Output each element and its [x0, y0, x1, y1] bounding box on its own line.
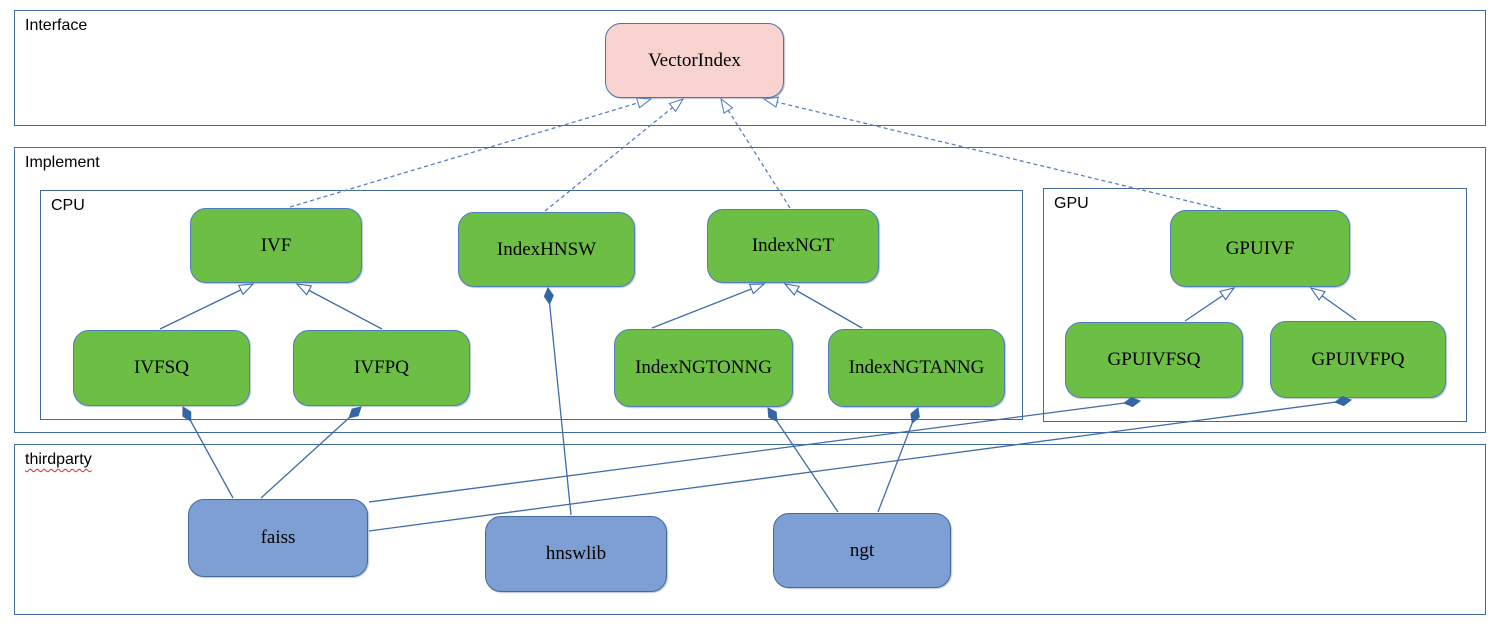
node-ivf: IVF: [190, 208, 362, 283]
node-faiss: faiss: [188, 499, 368, 577]
node-label-indexngtanng: IndexNGTANNG: [848, 357, 985, 378]
node-ivfsq: IVFSQ: [73, 330, 250, 406]
node-gpuivfsq: GPUIVFSQ: [1065, 322, 1243, 398]
node-label-hnswlib: hnswlib: [545, 543, 607, 564]
node-ivfpq: IVFPQ: [293, 330, 470, 406]
node-label-ngt: ngt: [849, 539, 875, 561]
node-indexngt: IndexNGT: [707, 209, 879, 283]
node-label-faiss: faiss: [260, 527, 296, 548]
node-label-vectorindex: VectorIndex: [648, 49, 741, 71]
node-label-ivf: IVF: [260, 234, 292, 256]
node-hnswlib: hnswlib: [485, 516, 667, 592]
section-label-gpu: GPU: [1054, 195, 1089, 212]
node-label-indexhnsw: IndexHNSW: [496, 238, 597, 260]
node-label-gpuivfsq: GPUIVFSQ: [1107, 349, 1201, 370]
node-indexngtanng: IndexNGTANNG: [828, 329, 1005, 407]
node-label-gpuivf: GPUIVF: [1225, 237, 1295, 259]
node-label-ivfsq: IVFSQ: [134, 357, 189, 378]
node-indexngtonng: IndexNGTONNG: [614, 329, 793, 407]
node-label-indexngt: IndexNGT: [751, 235, 835, 256]
section-label-cpu: CPU: [51, 197, 85, 214]
section-label-implement: Implement: [25, 154, 100, 171]
section-label-thirdparty: thirdparty: [25, 451, 92, 468]
node-gpuivfpq: GPUIVFPQ: [1270, 321, 1446, 398]
section-label-interface: Interface: [25, 17, 88, 34]
node-indexhnsw: IndexHNSW: [458, 212, 635, 287]
node-gpuivf: GPUIVF: [1170, 210, 1350, 287]
node-vectorindex: VectorIndex: [605, 23, 784, 98]
node-label-ivfpq: IVFPQ: [354, 357, 409, 378]
node-label-gpuivfpq: GPUIVFPQ: [1311, 348, 1405, 370]
node-ngt: ngt: [773, 513, 951, 588]
node-label-indexngtonng: IndexNGTONNG: [635, 357, 772, 378]
